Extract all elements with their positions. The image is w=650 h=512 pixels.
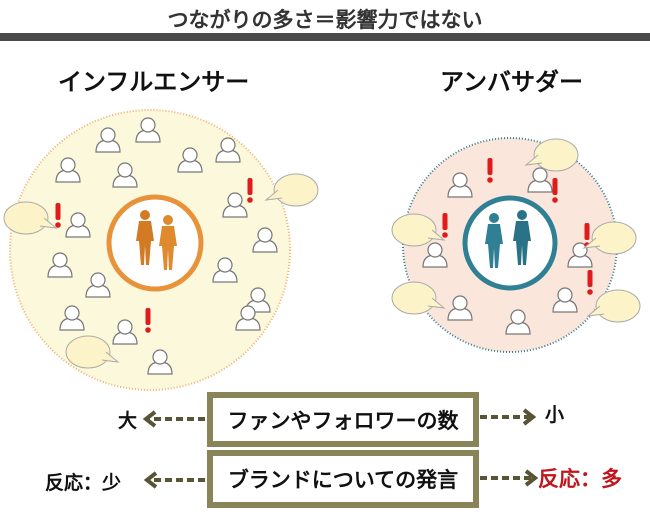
arrow-head-icon — [524, 469, 539, 487]
arrow-head-icon — [522, 408, 537, 426]
influencer-figure-head — [140, 210, 150, 220]
speech-bubble-tail — [524, 154, 543, 166]
speech-bubble-tail — [264, 189, 283, 201]
person-icon — [227, 192, 243, 208]
speech-bubble-tail — [427, 297, 446, 309]
speech-bubble-tail — [586, 305, 605, 317]
influencer-figure-head — [163, 215, 173, 225]
person-icon — [100, 127, 116, 143]
speech-bubble-icon — [595, 289, 641, 323]
exclamation-icon — [552, 178, 558, 195]
ambassador-core-circle — [462, 195, 558, 291]
arrow-head-icon — [143, 471, 158, 489]
ambassador-figure-body — [485, 224, 503, 268]
person-icon — [572, 242, 588, 258]
influencer-heading: インフルエンサー — [58, 68, 250, 96]
speech-bubble-icon — [273, 173, 319, 207]
person-icon — [52, 252, 68, 268]
speech-bubble-icon — [591, 221, 637, 255]
person-icon — [70, 212, 86, 228]
arrow-head-icon — [142, 410, 157, 428]
mention-left-label: 反応：少 — [45, 472, 122, 494]
speech-bubble-icon — [533, 138, 579, 172]
exclamation-icon — [442, 213, 448, 230]
exclamation-icon — [442, 232, 448, 238]
exclamation-icon — [145, 308, 151, 325]
fan-count-right-label: 小 — [545, 404, 565, 426]
person-icon — [532, 167, 548, 183]
speech-bubble-tail — [582, 237, 601, 249]
person-icon — [250, 287, 266, 303]
person-icon — [427, 242, 443, 258]
person-icon — [510, 309, 526, 325]
speech-bubble-tail — [39, 217, 58, 229]
person-icon — [182, 147, 198, 163]
ambassador-figure-head — [517, 210, 527, 220]
influencer-core-circle — [106, 194, 204, 292]
person-icon — [60, 157, 76, 173]
person-icon — [240, 305, 256, 321]
exclamation-icon — [247, 178, 253, 195]
exclamation-icon — [552, 197, 558, 203]
exclamation-icon — [487, 158, 493, 175]
influencer-figure-body — [159, 226, 177, 270]
person-icon — [557, 287, 573, 303]
person-icon — [257, 227, 273, 243]
mention-right-label: 反応：多 — [538, 467, 622, 491]
speech-bubble-icon — [391, 281, 437, 315]
page-title: つながりの多さ＝影響力ではない — [167, 8, 483, 32]
fan-count-box: ファンやフォロワーの数 — [207, 392, 479, 447]
fan-count-left-label: 大 — [118, 410, 138, 432]
ambassador-figure-head — [489, 213, 499, 223]
exclamation-icon — [587, 289, 593, 295]
speech-bubble-icon — [3, 201, 49, 235]
speech-bubble-icon — [65, 335, 111, 369]
person-icon — [220, 137, 236, 153]
exclamation-icon — [55, 203, 61, 220]
exclamation-icon — [247, 197, 253, 203]
speech-bubble-icon — [391, 213, 437, 247]
person-icon — [452, 295, 468, 311]
ambassador-figure-body — [513, 221, 531, 265]
exclamation-icon — [55, 222, 61, 228]
exclamation-icon — [145, 327, 151, 333]
person-icon — [152, 349, 168, 365]
person-icon — [64, 305, 80, 321]
influencer-figure-body — [136, 221, 154, 265]
speech-bubble-tail — [101, 351, 120, 363]
exclamation-icon — [487, 177, 493, 183]
person-icon — [452, 172, 468, 188]
person-icon — [217, 257, 233, 273]
person-icon — [140, 117, 156, 133]
brand-mention-box: ブランドについての発言 — [207, 450, 479, 508]
title-divider — [0, 33, 650, 41]
person-icon — [117, 319, 133, 335]
person-icon — [90, 272, 106, 288]
speech-bubble-tail — [427, 229, 446, 241]
ambassador-heading: アンバサダー — [440, 68, 584, 96]
exclamation-icon — [584, 223, 590, 240]
exclamation-icon — [587, 270, 593, 287]
person-icon — [117, 162, 133, 178]
